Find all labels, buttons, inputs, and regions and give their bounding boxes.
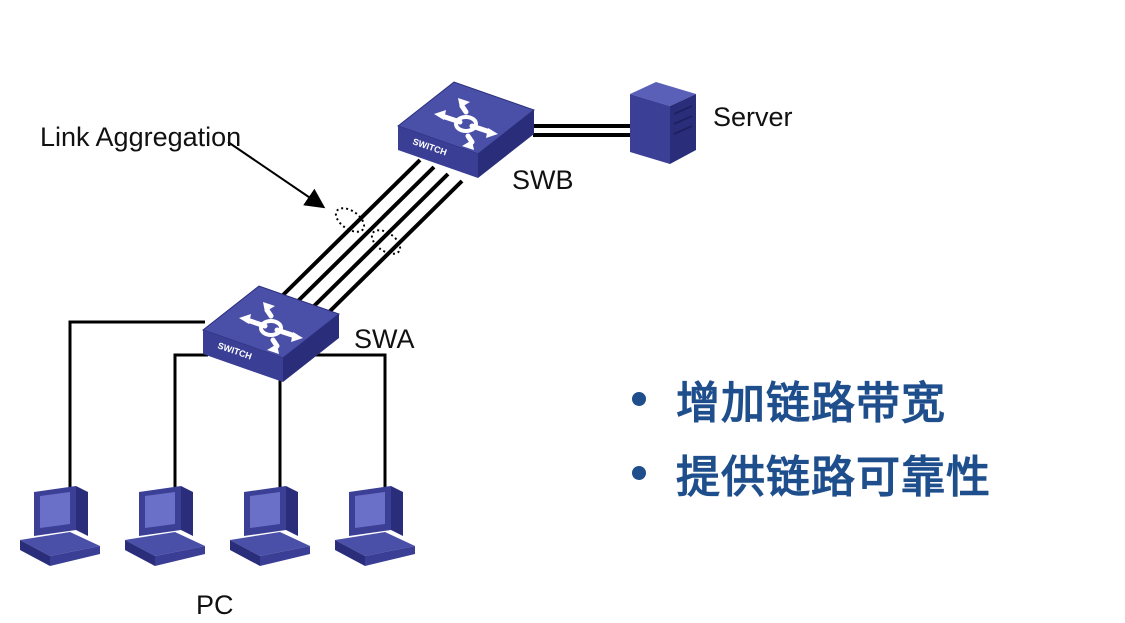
bullet-item: 提供链路可靠性 [632, 436, 991, 510]
server-links [533, 124, 632, 137]
pc-icon-3 [230, 486, 310, 566]
server-icon [630, 82, 696, 164]
switch-swa-icon: SWITCH [201, 285, 341, 382]
pc-wiring [68, 320, 387, 498]
pc-icon-1 [20, 486, 100, 566]
aggregation-arrow [227, 141, 326, 209]
server-label: Server [713, 102, 793, 132]
aggregated-links [280, 158, 464, 319]
swa-label: SWA [354, 324, 415, 354]
pc-icon-4 [335, 486, 415, 566]
pc-icon-2 [125, 486, 205, 566]
bullet-text: 提供链路可靠性 [676, 452, 991, 503]
bullet-dot [632, 466, 646, 480]
bullet-list: 增加链路带宽 提供链路可靠性 [632, 362, 991, 510]
switch-swb-icon: SWITCH [396, 81, 536, 178]
bullet-item: 增加链路带宽 [632, 362, 991, 436]
bullet-dot [632, 392, 646, 406]
link-aggregation-label: Link Aggregation [40, 122, 242, 152]
pc-label: PC [196, 590, 234, 620]
bullet-text: 增加链路带宽 [676, 378, 946, 429]
swb-label: SWB [512, 165, 574, 195]
